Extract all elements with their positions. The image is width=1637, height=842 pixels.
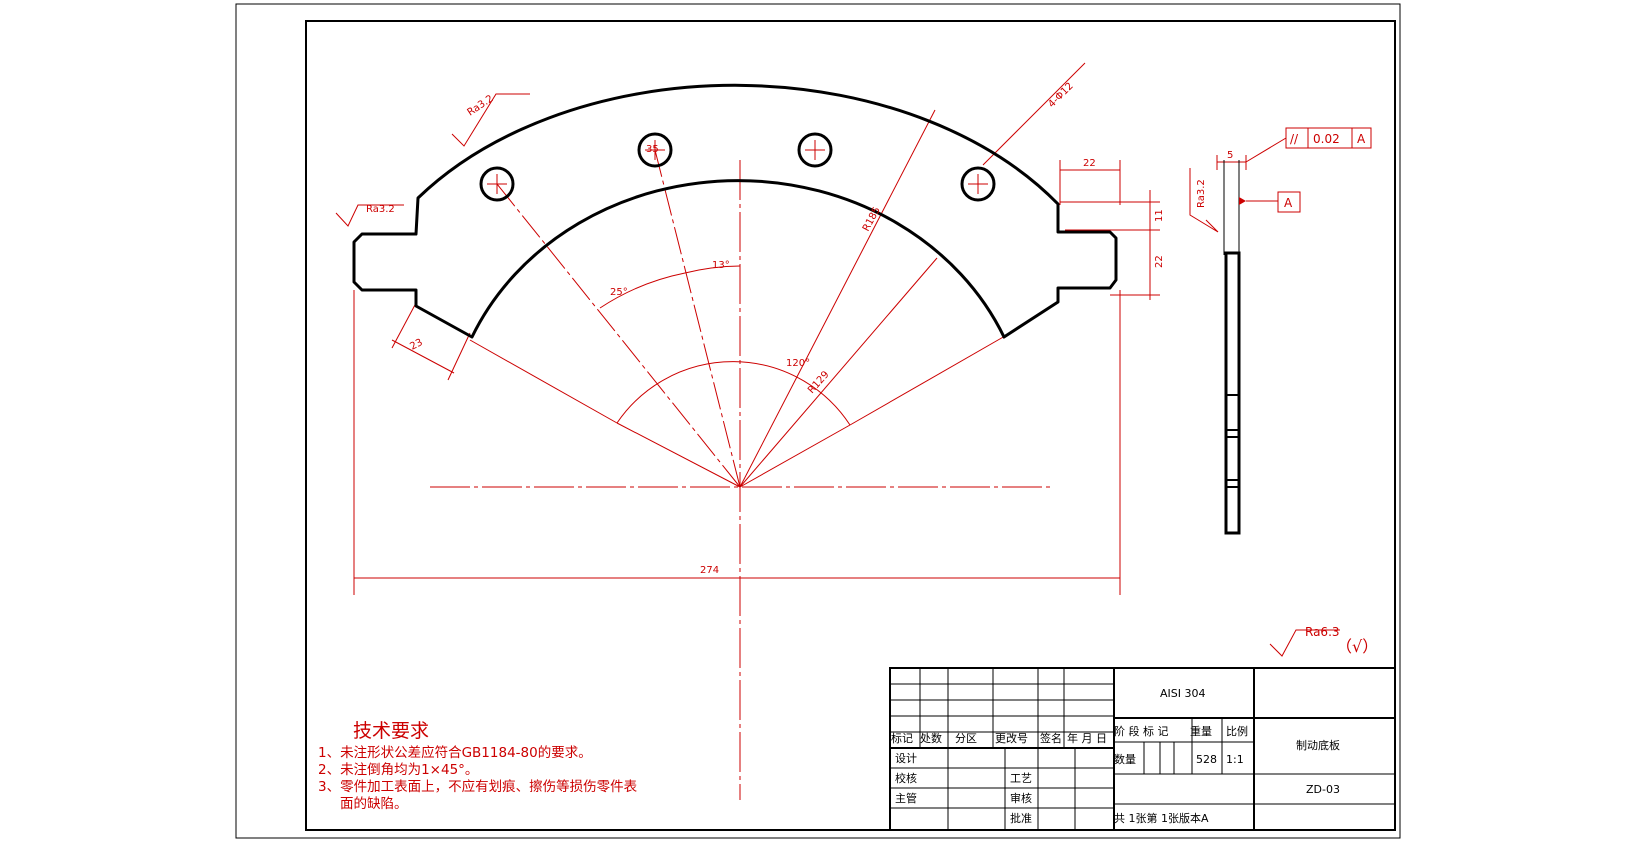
tb-design: 设计 <box>895 752 917 765</box>
technical-requirements: 技术要求 1、未注形状公差应符合GB1184-80的要求。 2、未注倒角均为1×… <box>318 720 638 812</box>
roughness-side-view: Ra3.2 <box>1196 179 1207 208</box>
outer-frame <box>235 3 1401 839</box>
tech-item-3: 3、零件加工表面上，不应有划痕、擦伤等损伤零件表 <box>318 778 638 795</box>
tb-review: 审核 <box>1010 791 1032 805</box>
hole-2 <box>637 132 673 168</box>
tech-title: 技术要求 <box>353 720 429 742</box>
tb-header-sign: 签名 <box>1040 731 1062 745</box>
dim-r185: R185 <box>861 205 883 233</box>
inner-frame <box>305 20 1396 831</box>
tb-check: 校核 <box>895 771 917 785</box>
roughness-symbols <box>335 93 1340 657</box>
tolerance-datum: A <box>1357 132 1366 146</box>
tb-part-name: 制动底板 <box>1296 738 1340 752</box>
dim-25deg: 25° <box>610 287 628 298</box>
tb-header-change: 更改号 <box>995 731 1028 745</box>
roughness-left: Ra3.2 <box>366 204 395 215</box>
dim-120deg: 120° <box>786 358 810 369</box>
dim-11: 11 <box>1154 209 1165 222</box>
title-block-text: AISI 304 标记 处数 分区 更改号 签名 年 月 日 设计 校核 主管 … <box>891 687 1340 825</box>
dimension-lines <box>353 62 1247 595</box>
dim-23: 23 <box>408 337 424 353</box>
tolerance-symbol: // <box>1290 132 1299 146</box>
dim-22-right: 22 <box>1154 255 1165 268</box>
roughness-top-left: Ra3.2 <box>466 93 496 118</box>
tb-supervisor: 主管 <box>895 791 917 805</box>
tb-header-count: 处数 <box>920 732 942 745</box>
hole-4 <box>960 166 996 202</box>
tech-item-1: 1、未注形状公差应符合GB1184-80的要求。 <box>318 744 592 761</box>
side-view <box>1223 160 1278 535</box>
dim-13deg: 13° <box>712 260 730 271</box>
tb-scale-label: 比例 <box>1226 724 1248 738</box>
tb-header-zone: 分区 <box>955 732 977 745</box>
tb-drawing-no: ZD-03 <box>1306 783 1340 796</box>
title-block <box>889 667 1396 831</box>
tb-quantity: 数量 <box>1114 753 1136 766</box>
tb-header-date: 年 月 日 <box>1067 731 1107 745</box>
dimension-labels: 274 23 25° 13° 120° R185 R129 4-Φ12 35 2… <box>366 81 1378 656</box>
center-lines <box>430 109 1050 800</box>
dim-holes: 4-Φ12 <box>1046 81 1075 110</box>
mounting-holes <box>479 132 996 202</box>
tb-process: 工艺 <box>1010 772 1032 785</box>
dim-274: 274 <box>700 565 719 576</box>
hole-1 <box>479 166 515 202</box>
tb-sheets: 共 1张第 1张版本A <box>1114 811 1209 825</box>
tech-item-4: 面的缺陷。 <box>340 796 408 812</box>
part-outline <box>352 83 1118 339</box>
dim-22-top: 22 <box>1083 158 1096 169</box>
dim-r129: R129 <box>806 369 832 396</box>
datum-label: A <box>1284 196 1293 210</box>
dim-5: 5 <box>1227 150 1233 161</box>
tb-scale-value: 1:1 <box>1226 753 1244 766</box>
dim-hole-label: 35 <box>646 144 659 155</box>
tolerance-frame <box>1245 127 1372 213</box>
tb-material: AISI 304 <box>1160 687 1206 700</box>
tb-weight: 重量 <box>1190 724 1212 738</box>
tech-item-2: 2、未注倒角均为1×45°。 <box>318 762 478 778</box>
hole-3 <box>797 132 833 168</box>
tb-approve: 批准 <box>1010 811 1032 825</box>
tb-header-mark: 标记 <box>891 731 913 745</box>
tb-weight-value: 528 <box>1196 753 1217 766</box>
tolerance-value: 0.02 <box>1313 132 1340 146</box>
roughness-general: Ra6.3 <box>1305 625 1340 639</box>
tb-stage-mark: 阶 段 标 记 <box>1114 724 1169 738</box>
roughness-general-suffix: （√） <box>1336 637 1378 656</box>
